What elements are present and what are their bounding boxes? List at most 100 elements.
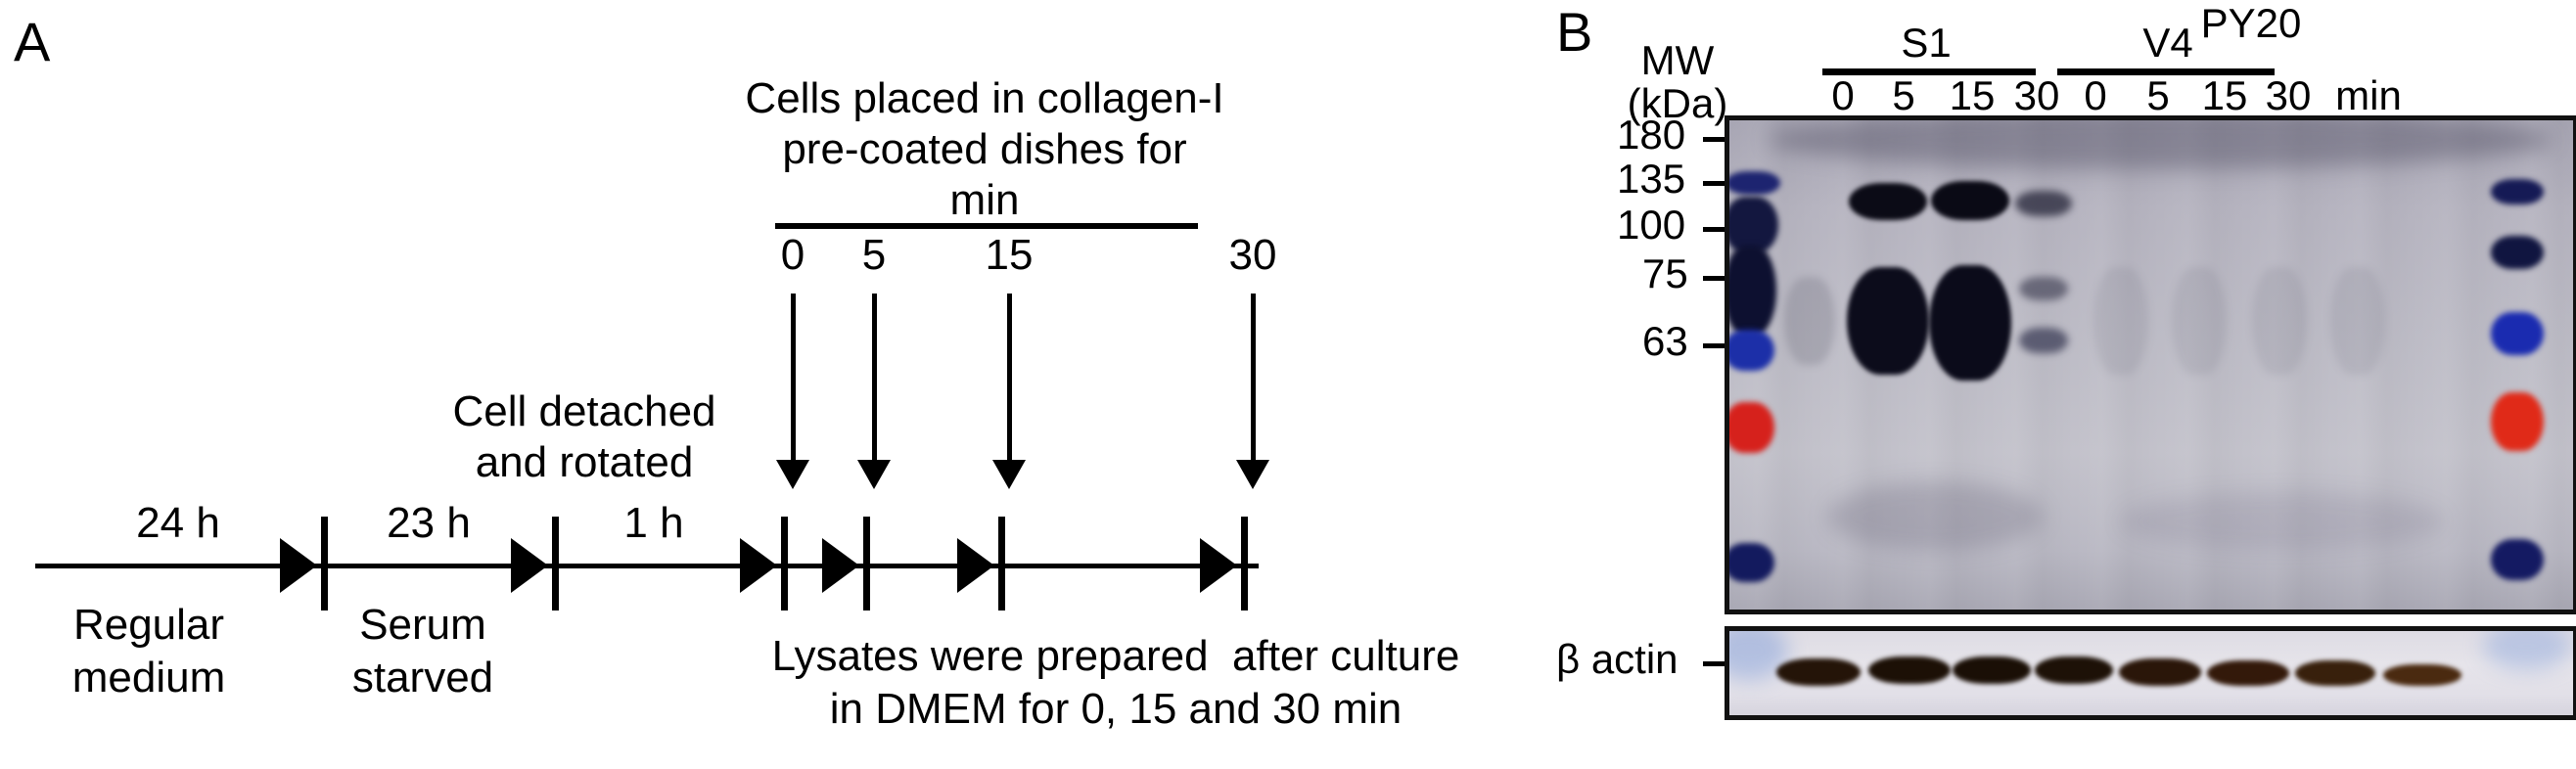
mw-tick-100 xyxy=(1703,227,1725,232)
mw-marker-63: 63 xyxy=(1642,318,1688,364)
band-s1-30min-110 xyxy=(2019,328,2068,353)
collagen-headline-line1: Cells placed in collagen-I xyxy=(745,74,1224,122)
timepoint-label-5: 5 xyxy=(861,231,887,279)
group-label-s1: S1 xyxy=(1901,20,1952,66)
lane-time-label-1: 5 xyxy=(1892,72,1915,118)
axis-arrowhead-3 xyxy=(740,538,777,593)
axis-arrowhead-6 xyxy=(1200,538,1237,593)
band-v4-30min-faint xyxy=(2330,267,2385,375)
panel-b-letter: B xyxy=(1556,1,1593,63)
interval-label-23h: 23 h xyxy=(387,499,471,547)
axis-arrowhead-2 xyxy=(511,538,548,593)
ladder-band-right-63 xyxy=(2491,539,2544,580)
mw-tick-135 xyxy=(1703,181,1725,186)
cell-detached-line2: and rotated xyxy=(475,438,694,486)
blot-lower-smear-right xyxy=(2121,492,2444,551)
min-unit-label: min xyxy=(949,176,1020,224)
mw-header-line1: MW xyxy=(1640,37,1715,83)
timepoint-label-0: 0 xyxy=(780,231,805,279)
group-label-v4: V4 xyxy=(2142,20,2193,66)
band-s1-5min-120 xyxy=(1847,267,1929,375)
ladder-band-right-100 xyxy=(2491,312,2544,355)
band-s1-15min-180 xyxy=(1931,181,2009,220)
blot-image-beta-actin xyxy=(1725,626,2576,720)
loading-control-label: β actin xyxy=(1556,636,1679,682)
interval-label-24h: 24 h xyxy=(136,499,220,547)
ladder-band-left-180 xyxy=(1729,171,1780,195)
lane-time-label-0: 0 xyxy=(1831,72,1855,118)
axis-arrowhead-5 xyxy=(957,538,994,593)
collagen-headline-line2: pre-coated dishes for xyxy=(782,125,1187,173)
mw-marker-100: 100 xyxy=(1617,202,1686,248)
ladder-band-left-75 xyxy=(1729,402,1774,453)
timepoint-arrow-shaft-15 xyxy=(1007,294,1012,470)
ladder-band-left-135 xyxy=(1729,246,1776,336)
band-v4-15min-faint xyxy=(2252,267,2307,375)
mw-marker-135: 135 xyxy=(1617,156,1686,202)
stage-label-serum-line1: Serum xyxy=(359,601,486,649)
mw-tick-75 xyxy=(1703,276,1725,281)
band-s1-30min-135 xyxy=(2019,277,2068,300)
mw-tick-63 xyxy=(1703,343,1725,348)
antibody-label-py20: PY20 xyxy=(2200,0,2302,46)
ladder-band-right-135 xyxy=(2491,236,2544,269)
timepoint-arrow-shaft-30 xyxy=(1251,294,1256,470)
mw-tick-180 xyxy=(1703,137,1725,142)
axis-tick-6 xyxy=(1241,517,1248,611)
blot-image-py20 xyxy=(1725,115,2576,614)
lysate-footer-line1: Lysates were prepared after culture xyxy=(771,632,1460,680)
lane-time-label-2: 15 xyxy=(1949,72,1996,118)
mw-marker-180: 180 xyxy=(1617,112,1686,158)
panel-a-letter: A xyxy=(14,11,51,72)
lysate-footer-line2: in DMEM for 0, 15 and 30 min xyxy=(829,685,1403,733)
lane-time-label-6: 15 xyxy=(2201,72,2248,118)
blot-upper-haze xyxy=(1769,120,2552,169)
timepoint-arrow-shaft-5 xyxy=(872,294,877,470)
timepoint-arrow-shaft-0 xyxy=(791,294,796,470)
panel-a: A Cells placed in collagen-I pre-coated … xyxy=(14,11,1460,733)
panel-b: B PY20 MW (kDa) S1 V4 0 5 15 30 0 5 15 3… xyxy=(1556,0,2576,769)
band-s1-30min-180 xyxy=(2015,191,2072,216)
beta-actin-band-v4-5 xyxy=(2207,660,2289,686)
ladder-band-left-100 xyxy=(1729,330,1774,371)
timepoint-arrow-head-0 xyxy=(776,460,809,489)
timepoint-arrow-head-30 xyxy=(1236,460,1269,489)
blot-lower-smear-left xyxy=(1827,482,2043,551)
axis-arrowhead-4 xyxy=(822,538,859,593)
stage-label-regular-line2: medium xyxy=(71,654,226,701)
axis-arrowhead-1 xyxy=(280,538,317,593)
group-underline-v4 xyxy=(2057,68,2275,75)
timepoint-label-15: 15 xyxy=(985,231,1034,279)
timepoint-bracket xyxy=(775,223,1198,229)
axis-tick-4 xyxy=(863,517,870,611)
axis-tick-5 xyxy=(998,517,1005,611)
ladder-band-left-63 xyxy=(1729,543,1774,582)
timeline-axis xyxy=(35,564,1259,568)
interval-label-1h: 1 h xyxy=(623,499,684,547)
band-s1-5min-180 xyxy=(1849,183,1927,220)
stage-label-serum-line2: starved xyxy=(351,654,494,701)
beta-actin-band-v4-30 xyxy=(2383,664,2461,686)
beta-actin-band-s1-15 xyxy=(1953,656,2031,684)
lane-time-label-3: 30 xyxy=(2013,72,2060,118)
timepoint-arrow-head-5 xyxy=(857,460,891,489)
ladder-band-left-150 xyxy=(1729,197,1778,253)
timepoint-label-30: 30 xyxy=(1228,231,1277,279)
axis-tick-2 xyxy=(552,517,559,611)
beta-actin-band-v4-0 xyxy=(2119,658,2201,686)
time-unit-label-min: min xyxy=(2335,72,2402,118)
beta-actin-band-v4-15 xyxy=(2295,660,2375,686)
band-s1-15min-120 xyxy=(1929,265,2011,381)
mw-marker-75: 75 xyxy=(1642,250,1688,296)
lane-time-label-5: 5 xyxy=(2146,72,2170,118)
timepoint-arrow-head-15 xyxy=(992,460,1026,489)
beta-actin-band-s1-30 xyxy=(2035,656,2113,684)
ladder-band-right-75 xyxy=(2491,392,2544,451)
stage-label-regular-line1: Regular xyxy=(72,601,225,649)
group-underline-s1 xyxy=(1822,68,2036,75)
beta-actin-right-blue-smear xyxy=(2483,631,2571,670)
band-v4-5min-faint xyxy=(2172,267,2227,375)
lane-time-label-4: 0 xyxy=(2084,72,2107,118)
beta-actin-band-s1-5 xyxy=(1868,656,1951,684)
